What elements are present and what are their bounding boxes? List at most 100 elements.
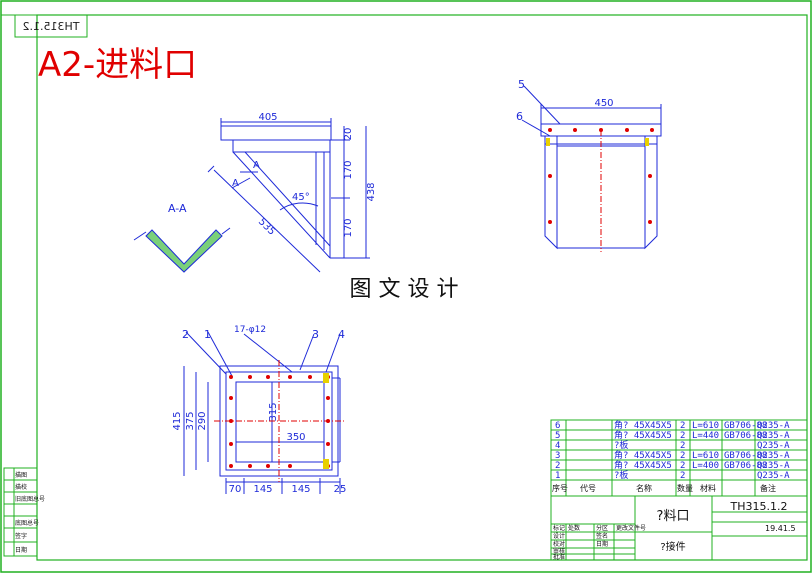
dim-405: 405 xyxy=(258,112,277,123)
dim-45deg: 45° xyxy=(292,192,310,203)
mid-label-2: 分区 xyxy=(596,524,608,532)
dim-535: 535 xyxy=(256,216,277,237)
arrow-a-1: A xyxy=(253,160,260,171)
svg-text:GB706-88: GB706-88 xyxy=(724,421,767,431)
strip-label-2: 旧底图总号 xyxy=(15,495,45,503)
svg-text:2: 2 xyxy=(680,461,685,471)
sub-name: ?接件 xyxy=(660,540,685,553)
holes-callout: 17-φ12 xyxy=(234,325,266,335)
svg-text:L=400: L=400 xyxy=(692,461,719,471)
top-view-labels: 5 6 450 xyxy=(516,78,614,123)
mid-label-1: 处数 xyxy=(568,524,580,532)
dim-20: 20 xyxy=(343,128,354,141)
left-label-1: 校对 xyxy=(553,540,565,548)
dim-375: 375 xyxy=(185,411,196,430)
mirrored-code: TH315.1.2 xyxy=(23,20,81,33)
label-3: 3 xyxy=(312,328,319,341)
code-box xyxy=(14,14,88,38)
top-view xyxy=(521,85,662,250)
dim-70: 70 xyxy=(229,484,242,495)
left-label-3: 批准 xyxy=(553,553,565,561)
bom-h-mat: 材料 xyxy=(700,483,716,493)
svg-text:GB706-88: GB706-88 xyxy=(724,451,767,461)
dim-145-a: 145 xyxy=(253,484,272,495)
bom-h-name: 名称 xyxy=(636,483,652,493)
dim-145-b: 145 xyxy=(291,484,310,495)
bom-h-no: 序号 xyxy=(552,483,568,493)
bom-h-qty: 数量 xyxy=(677,483,693,493)
bottom-view-labels: 2 1 3 4 17-φ12 415 375 290 315 350 70 14… xyxy=(172,325,346,495)
bottom-weld xyxy=(323,373,329,469)
inner-frame xyxy=(36,14,808,561)
bom-header: 序号 代号 名称 数量 材料 备注 xyxy=(552,483,776,493)
mid-label-5: 日期 xyxy=(596,540,608,548)
svg-text:?板: ?板 xyxy=(614,469,628,481)
small-text: 19.41.5 xyxy=(765,524,796,533)
bom-h-note: 备注 xyxy=(760,483,776,493)
strip-label-4: 签字 xyxy=(15,532,27,540)
bom-row: 4 ?板 2 Q235-A xyxy=(555,439,790,451)
svg-text:1: 1 xyxy=(555,471,560,481)
strip-label-0: 描图 xyxy=(15,471,27,479)
dim-315: 315 xyxy=(268,402,279,421)
left-label-0: 设计 xyxy=(553,532,565,540)
svg-text:L=610: L=610 xyxy=(692,451,719,461)
svg-text:?板: ?板 xyxy=(614,439,628,451)
part-name: ?料口 xyxy=(657,509,690,524)
bom-table xyxy=(550,419,808,497)
svg-text:Q235-A: Q235-A xyxy=(757,431,790,441)
left-strip-labels: 描图 描校 旧底图总号 底图总号 签字 日期 xyxy=(15,471,45,554)
svg-text:6: 6 xyxy=(555,421,560,431)
svg-text:L=440: L=440 xyxy=(692,431,719,441)
side-view-dims: 405 20 170 170 438 45° 535 A A A-A xyxy=(168,112,377,238)
svg-text:Q235-A: Q235-A xyxy=(757,441,790,451)
strip-label-1: 描校 xyxy=(15,483,27,491)
dim-450: 450 xyxy=(594,98,613,109)
svg-text:GB706-88: GB706-88 xyxy=(724,461,767,471)
svg-text:5: 5 xyxy=(555,431,560,441)
svg-text:角? 45X45X5: 角? 45X45X5 xyxy=(614,449,672,461)
mid-label-4: 签名 xyxy=(596,532,608,540)
svg-text:GB706-88: GB706-88 xyxy=(724,431,767,441)
svg-text:角? 45X45X5: 角? 45X45X5 xyxy=(614,459,672,471)
section-aa xyxy=(133,227,231,273)
watermark: 图 文 设 计 xyxy=(350,277,459,302)
bom-h-code: 代号 xyxy=(580,483,596,493)
label-2: 2 xyxy=(182,328,189,341)
svg-text:4: 4 xyxy=(555,441,560,451)
label-4: 4 xyxy=(338,328,345,341)
svg-text:Q235-A: Q235-A xyxy=(757,461,790,471)
svg-text:3: 3 xyxy=(555,451,560,461)
mid-label-3: 更改文件号 xyxy=(616,524,646,532)
dim-290: 290 xyxy=(197,411,208,430)
label-1: 1 xyxy=(204,328,211,341)
svg-text:L=610: L=610 xyxy=(692,421,719,431)
svg-text:Q235-A: Q235-A xyxy=(757,451,790,461)
top-view-weld xyxy=(546,138,649,146)
label-6: 6 xyxy=(516,110,523,123)
top-view-holes xyxy=(548,128,654,224)
svg-text:角? 45X45X5: 角? 45X45X5 xyxy=(614,419,672,431)
svg-text:2: 2 xyxy=(680,421,685,431)
dim-170-top: 170 xyxy=(343,160,354,179)
drawing-number: TH315.1.2 xyxy=(730,500,788,513)
title-block-text: TH315.1.2 ?料口 ?接件 19.41.5 标记 处数 分区 更改文件号… xyxy=(553,500,796,561)
left-strip xyxy=(3,467,38,557)
svg-text:2: 2 xyxy=(680,431,685,441)
sheet-title: A2-进料口 xyxy=(38,45,197,85)
label-5: 5 xyxy=(518,78,525,91)
dim-170-bottom: 170 xyxy=(343,218,354,237)
svg-text:2: 2 xyxy=(680,441,685,451)
svg-text:角? 45X45X5: 角? 45X45X5 xyxy=(614,429,672,441)
strip-label-5: 日期 xyxy=(15,546,27,554)
svg-text:Q235-A: Q235-A xyxy=(757,421,790,431)
section-label: A-A xyxy=(168,202,187,215)
strip-label-3: 底图总号 xyxy=(15,519,39,527)
dim-415: 415 xyxy=(172,411,183,430)
dim-438: 438 xyxy=(366,182,377,201)
